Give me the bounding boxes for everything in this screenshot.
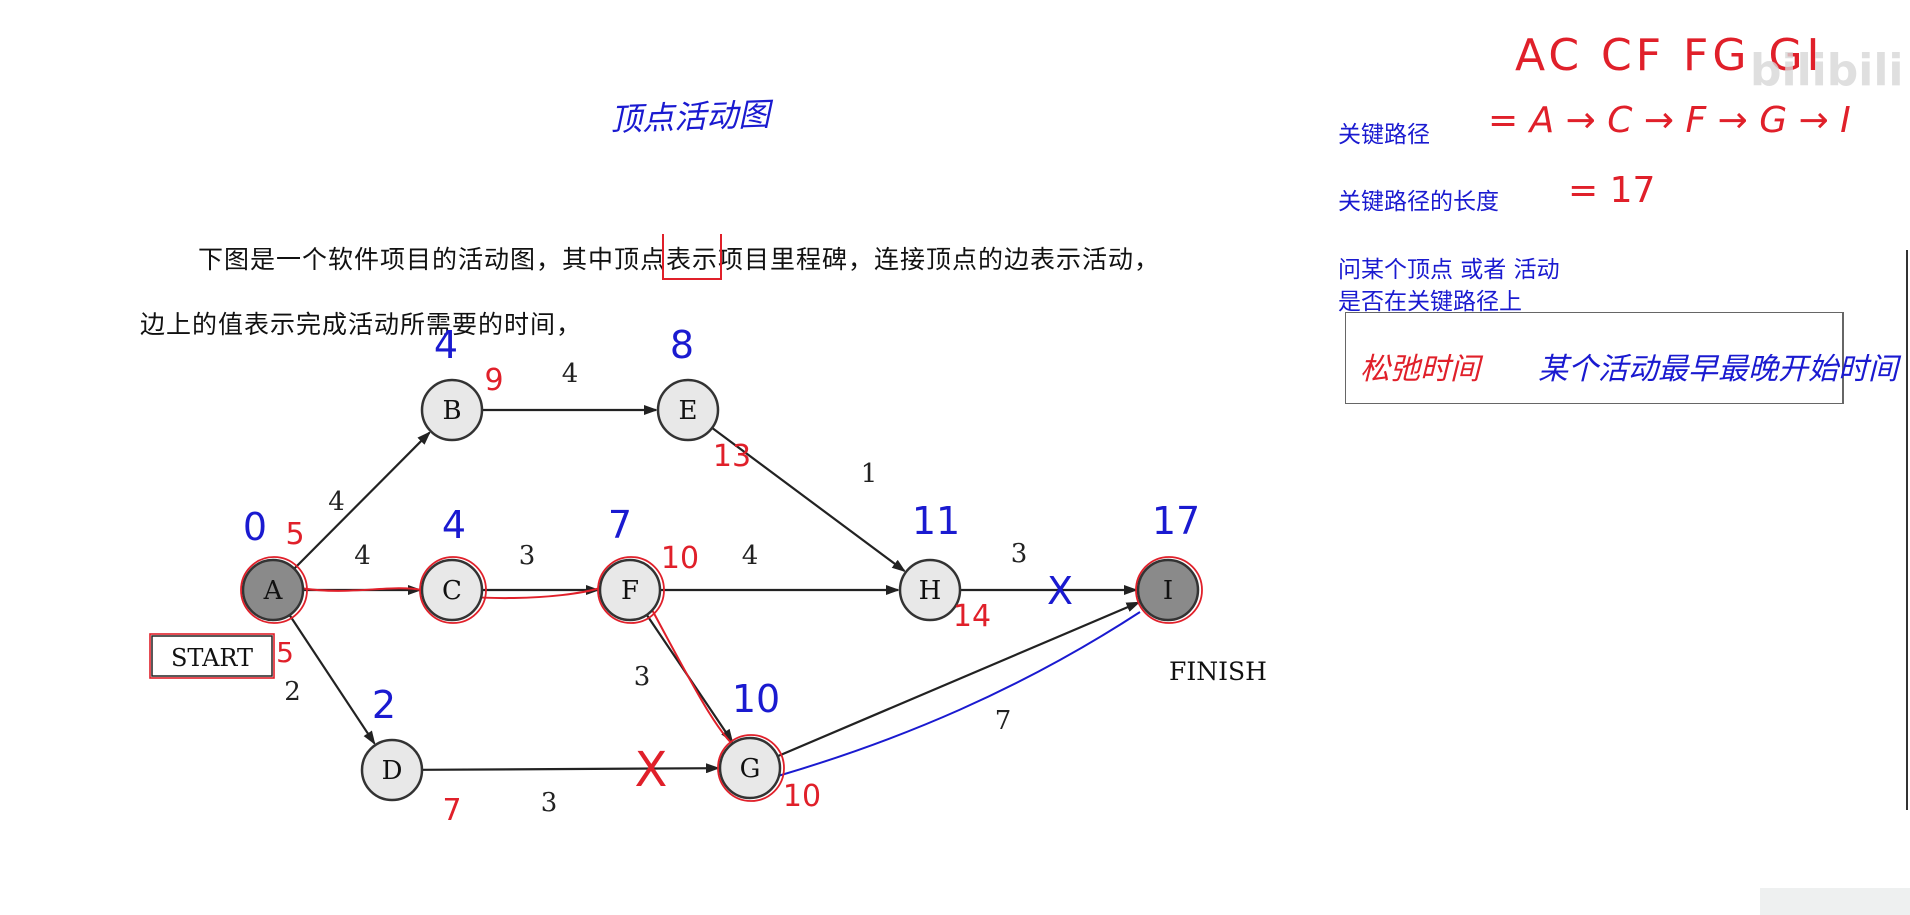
edge-D-G <box>421 763 721 774</box>
earliest-time-H: 11 <box>912 499 960 543</box>
node-E <box>656 378 720 442</box>
slack-mark-d-g: X <box>635 742 668 798</box>
latest-time-D: 7 <box>442 793 461 828</box>
paragraph-line-2: 边上的值表示完成活动所需要的时间， <box>140 310 583 339</box>
start-label: START <box>171 644 253 672</box>
latest-time-B: 9 <box>484 363 503 398</box>
critical-node-circle-C <box>419 556 487 624</box>
question-line-2: 是否在关键路径上 <box>1338 289 1522 315</box>
edge-weight-A-C: 4 <box>354 541 371 571</box>
node-I <box>1136 558 1200 622</box>
start-annotation: 5 <box>276 636 294 669</box>
question-line-1: 问某个顶点 或者 活动 <box>1338 257 1560 283</box>
earliest-time-I: 17 <box>1152 499 1200 543</box>
critical-node-circle-I <box>1135 556 1203 624</box>
answer-box <box>1345 312 1844 404</box>
answer-slack-time: 松弛时间 <box>1360 352 1480 387</box>
edge-A-D <box>288 614 376 745</box>
start-box <box>151 635 273 677</box>
node-C <box>420 558 484 622</box>
earliest-time-B: 4 <box>434 323 458 367</box>
node-label-D: D <box>382 756 403 786</box>
edge-weight-H-I: 3 <box>1011 539 1028 569</box>
edge-weight-A-B: 4 <box>328 487 345 517</box>
edge-weight-F-H: 4 <box>742 541 759 571</box>
critical-path-value: = A → C → F → G → I <box>1488 100 1851 141</box>
earliest-time-D: 2 <box>372 683 396 727</box>
edge-weight-F-G: 3 <box>634 662 651 692</box>
node-H <box>898 558 962 622</box>
right-divider <box>1906 250 1908 810</box>
highlight-box-vertex <box>662 234 722 280</box>
corner-shade <box>1760 888 1910 915</box>
latest-time-A: 5 <box>285 517 304 552</box>
edge-weight-E-H: 1 <box>861 459 878 489</box>
earliest-time-F: 7 <box>608 503 632 547</box>
critical-path-label: 关键路径 <box>1338 122 1430 148</box>
critical-length-value: = 17 <box>1568 170 1656 211</box>
start-box-red <box>149 633 275 679</box>
node-label-I: I <box>1163 576 1173 606</box>
edge-E-H <box>711 427 906 573</box>
earliest-time-G: 10 <box>732 677 780 721</box>
node-label-F: F <box>621 576 639 606</box>
node-label-B: B <box>442 396 461 426</box>
latest-time-F: 10 <box>661 541 699 576</box>
edge-A-B <box>293 431 431 570</box>
critical-length-label: 关键路径的长度 <box>1338 189 1499 215</box>
edge-weight-A-D: 2 <box>284 677 301 707</box>
paragraph-line-1: 下图是一个软件项目的活动图，其中顶点表示项目里程碑，连接顶点的边表示活动， <box>198 245 1161 274</box>
node-label-G: G <box>740 754 761 784</box>
node-D <box>360 738 424 802</box>
node-label-C: C <box>442 576 462 606</box>
node-B <box>420 378 484 442</box>
top-path-handwritten: AC CF FG GI <box>1515 30 1824 81</box>
critical-node-circle-A <box>240 556 308 624</box>
node-F <box>598 558 662 622</box>
critical-node-circle-G <box>717 734 785 802</box>
finish-label: FINISH <box>1169 657 1267 686</box>
node-label-E: E <box>679 396 698 426</box>
node-A <box>241 558 305 622</box>
node-G <box>718 736 782 800</box>
earliest-time-C: 4 <box>442 503 466 547</box>
slack-mark-h-i: X <box>1047 569 1073 613</box>
latest-time-G: 10 <box>783 779 821 814</box>
latest-time-H: 14 <box>953 599 991 634</box>
node-label-H: H <box>919 576 942 606</box>
earliest-time-A: 0 <box>243 505 267 549</box>
edge-weight-C-F: 3 <box>519 541 536 571</box>
edge-weight-B-E: 4 <box>562 359 579 389</box>
bilibili-watermark: bilibili <box>1750 45 1904 96</box>
critical-node-circle-F <box>597 556 665 624</box>
critical-path-stroke-gi <box>777 611 1141 777</box>
edge-G-I <box>777 601 1141 758</box>
edge-weight-G-I: 7 <box>995 706 1012 736</box>
node-label-A: A <box>263 576 284 606</box>
answer-start-times: 某个活动最早最晚开始时间 <box>1538 352 1898 387</box>
edge-weight-D-G: 3 <box>541 788 558 818</box>
earliest-time-E: 8 <box>670 323 694 367</box>
latest-time-E: 13 <box>713 439 751 474</box>
critical-path-stroke-fg <box>649 605 743 753</box>
